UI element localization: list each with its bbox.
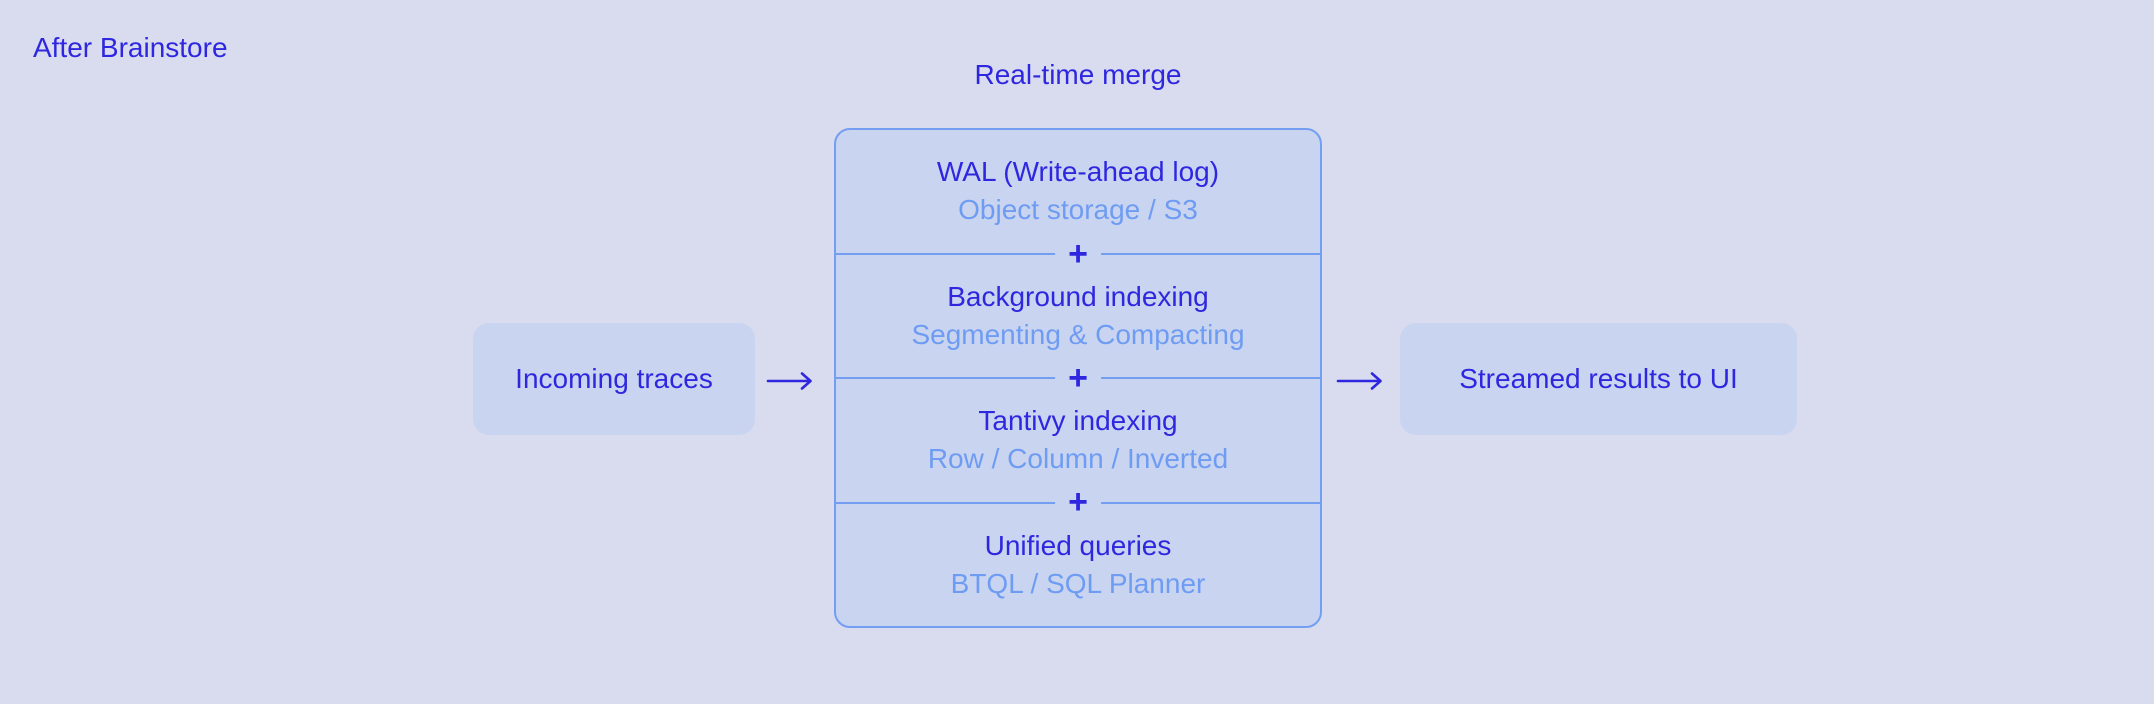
merge-box: WAL (Write-ahead log) Object storage / S… bbox=[834, 128, 1322, 628]
merge-section-subtitle: BTQL / SQL Planner bbox=[950, 567, 1206, 599]
merge-section-title: Tantivy indexing bbox=[978, 405, 1178, 437]
node-streamed-results: Streamed results to UI bbox=[1400, 323, 1797, 435]
node-streamed-results-label: Streamed results to UI bbox=[1459, 363, 1738, 394]
page-title: After Brainstore bbox=[33, 32, 228, 63]
merge-section-subtitle: Row / Column / Inverted bbox=[927, 443, 1229, 475]
merge-section-background-indexing: Background indexing Segmenting & Compact… bbox=[836, 252, 1320, 378]
merge-section-title: WAL (Write-ahead log) bbox=[936, 156, 1220, 188]
plus-separator-icon: + bbox=[1055, 361, 1101, 395]
flow-arrow-in-icon bbox=[766, 372, 812, 390]
merge-section-subtitle: Segmenting & Compacting bbox=[911, 318, 1245, 350]
plus-separator-icon: + bbox=[1055, 485, 1101, 519]
flow-arrow-out-icon bbox=[1336, 372, 1382, 390]
merge-section-title: Unified queries bbox=[984, 529, 1172, 561]
merge-box-title: Real-time merge bbox=[974, 59, 1182, 90]
merge-section-subtitle: Object storage / S3 bbox=[958, 194, 1198, 226]
plus-separator-icon: + bbox=[1055, 237, 1101, 271]
node-incoming-traces-label: Incoming traces bbox=[515, 363, 713, 394]
node-incoming-traces: Incoming traces bbox=[473, 323, 755, 435]
merge-section-title: Background indexing bbox=[947, 280, 1209, 312]
merge-section-unified-queries: Unified queries BTQL / SQL Planner bbox=[836, 501, 1320, 627]
merge-section-wal: WAL (Write-ahead log) Object storage / S… bbox=[836, 130, 1320, 253]
